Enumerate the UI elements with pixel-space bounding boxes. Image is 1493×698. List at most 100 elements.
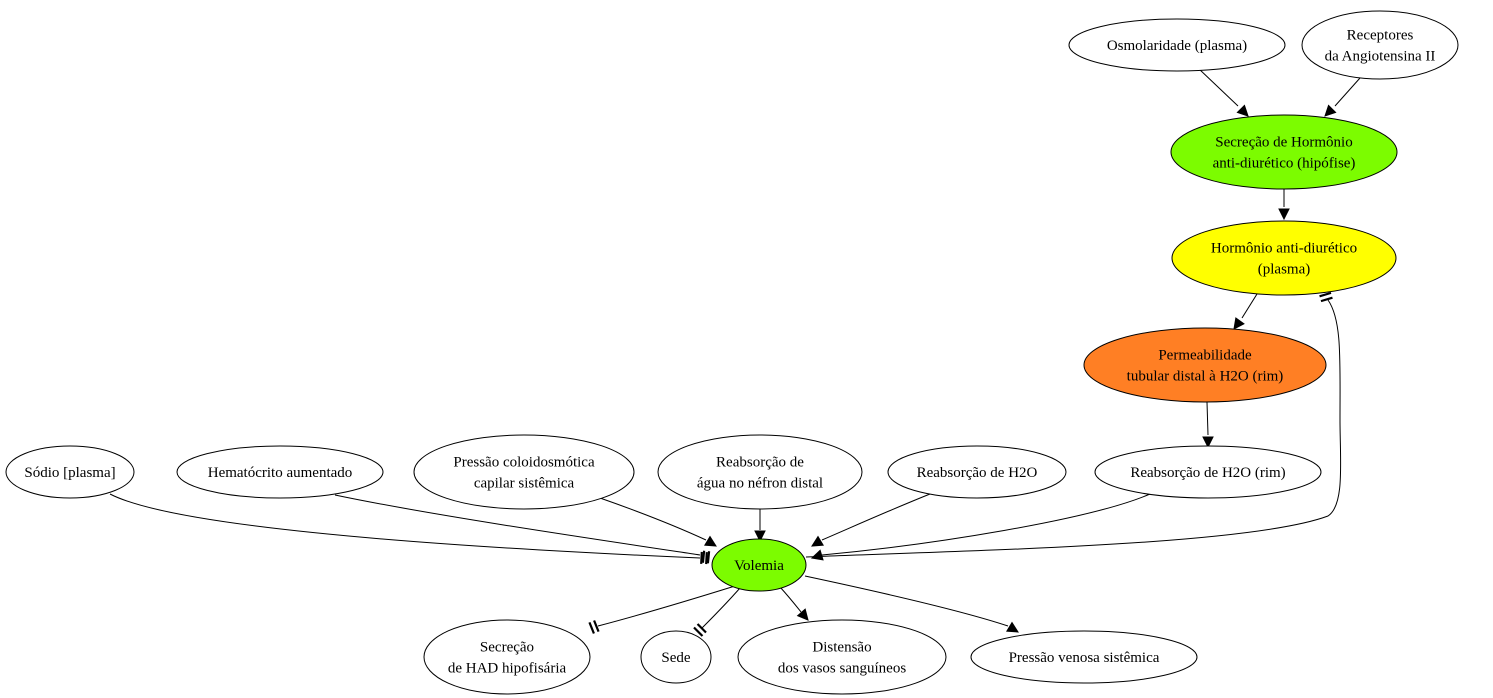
arrowhead: [1202, 436, 1214, 449]
edge-line: [1334, 77, 1361, 107]
inhibition-bar: [701, 550, 706, 563]
node-shape: [711, 538, 807, 592]
node-label: da Angiotensina II: [1325, 49, 1436, 65]
edge-line: [1241, 293, 1258, 319]
edge-line: [701, 587, 741, 629]
node-shape: [5, 445, 135, 499]
arrowhead: [1324, 104, 1337, 117]
edge-volemia-to-sede: [693, 587, 741, 637]
edge-hormonio_plasma-to-permeabilidade: [1233, 293, 1258, 330]
node-shape: [1094, 445, 1322, 499]
edge-receptores-to-secrecao_had: [1324, 77, 1361, 117]
arrowhead: [1236, 104, 1249, 117]
node-osmolaridade: Osmolaridade (plasma): [1068, 18, 1286, 72]
arrowhead: [1006, 621, 1019, 633]
edge-sodio-to-volemia: [109, 493, 708, 565]
node-receptores: Receptores da Angiotensina II: [1301, 10, 1459, 80]
node-label: Hematócrito aumentado: [208, 465, 353, 481]
inhibition-bar: [693, 626, 704, 637]
node-permeabilidade: Permeabilidade tubular distal à H2O (rim): [1083, 327, 1327, 403]
edge-osmolaridade-to-secrecao_had: [1197, 67, 1249, 117]
node-shape: [737, 619, 947, 695]
node-label: Secreção de Hormônio: [1215, 135, 1352, 151]
edge-line: [597, 585, 736, 627]
node-label: Permeabilidade: [1158, 348, 1252, 364]
node-volemia: Volemia: [711, 538, 807, 592]
edge-pressao_colo-to-volemia: [599, 497, 717, 547]
node-reabsorcao-agua: Reabsorção de água no néfron distal: [657, 434, 863, 510]
node-shape: [640, 630, 712, 684]
node-label: tubular distal à H2O (rim): [1127, 369, 1284, 385]
edge-volemia-to-pressao_venosa: [804, 575, 1019, 633]
edge-line: [334, 494, 701, 556]
arrowhead: [810, 549, 824, 561]
edge-secrecao_had-to-hormonio_plasma: [1278, 189, 1290, 221]
node-label: Secreção: [480, 640, 534, 656]
edge-volemia-to-distensao: [779, 586, 809, 621]
node-pressao-venosa: Pressão venosa sistêmica: [970, 630, 1198, 684]
node-shape: [1083, 327, 1327, 403]
inhibition-bar: [705, 552, 708, 565]
edge-line: [1197, 67, 1239, 107]
node-shape: [413, 434, 635, 510]
inhibition-bar: [593, 620, 600, 633]
inhibition-bar: [588, 621, 595, 634]
node-label: Sede: [661, 650, 691, 666]
node-secrecao-had-hip: Secreção de HAD hipofisária: [423, 619, 591, 695]
node-label: Distensão: [812, 640, 871, 656]
node-shape: [1170, 114, 1398, 190]
node-label: (plasma): [1258, 262, 1310, 278]
arrowhead: [754, 530, 766, 543]
edge-reabsorcao_rim-to-volemia: [810, 493, 1151, 561]
edge-volemia-to-secrecao_had_hip: [588, 585, 736, 634]
node-label: Osmolaridade (plasma): [1107, 38, 1247, 54]
node-label: Reabsorção de: [716, 455, 804, 471]
inhibition-bar: [696, 623, 707, 634]
edge-line: [599, 497, 707, 541]
node-shape: [657, 434, 863, 510]
edge-line: [805, 299, 1342, 558]
node-label: água no néfron distal: [697, 476, 823, 492]
edge-reabsorcao_h2o-to-volemia: [811, 493, 931, 547]
node-distensao: Distensão dos vasos sanguíneos: [737, 619, 947, 695]
node-secrecao-had: Secreção de Hormônio anti-diurético (hipó…: [1170, 114, 1398, 190]
node-label: Pressão venosa sistêmica: [1009, 650, 1160, 666]
edge-line: [109, 493, 701, 559]
node-label: de HAD hipofisária: [448, 661, 567, 677]
node-label: Receptores: [1347, 28, 1414, 44]
inhibition-bar: [1320, 296, 1333, 303]
edge-permeabilidade-to-reabsorcao_rim: [1202, 401, 1214, 449]
arrowhead: [796, 608, 809, 621]
node-hematocrito: Hematócrito aumentado: [176, 445, 384, 499]
node-shape: [887, 445, 1067, 499]
node-shape: [1171, 220, 1397, 296]
inhibition-bar: [700, 551, 703, 564]
node-label: Reabsorção de H2O: [917, 465, 1038, 481]
node-label: dos vasos sanguíneos: [778, 661, 906, 677]
node-label: Volemia: [734, 558, 784, 574]
node-label: Reabsorção de H2O (rim): [1130, 465, 1285, 481]
nodes-layer: Osmolaridade (plasma) Receptores da Angiot…: [5, 10, 1459, 695]
node-shape: [1301, 10, 1459, 80]
node-reabsorcao-h2o: Reabsorção de H2O: [887, 445, 1067, 499]
edge-line: [804, 575, 1009, 627]
edge-volemia-to-hormonio_plasma: [805, 291, 1342, 558]
node-label: Sódio [plasma]: [24, 465, 115, 481]
node-hormonio-plasma: Hormônio anti-diurético(plasma): [1171, 220, 1397, 296]
edge-line: [821, 493, 1151, 556]
node-reabsorcao-rim: Reabsorção de H2O (rim): [1094, 445, 1322, 499]
node-shape: [423, 619, 591, 695]
edge-line: [1206, 401, 1209, 436]
inhibition-bar: [706, 551, 711, 564]
arrowhead: [704, 535, 717, 547]
node-shape: [1068, 18, 1286, 72]
edge-line: [821, 493, 931, 541]
node-shape: [970, 630, 1198, 684]
edge-hematocrito-to-volemia: [334, 494, 711, 564]
arrowhead: [811, 535, 824, 547]
edge-line: [779, 586, 802, 613]
edge-reabsorcao_agua-to-volemia: [754, 509, 766, 543]
node-label: anti-diurético (hipófise): [1213, 156, 1356, 172]
